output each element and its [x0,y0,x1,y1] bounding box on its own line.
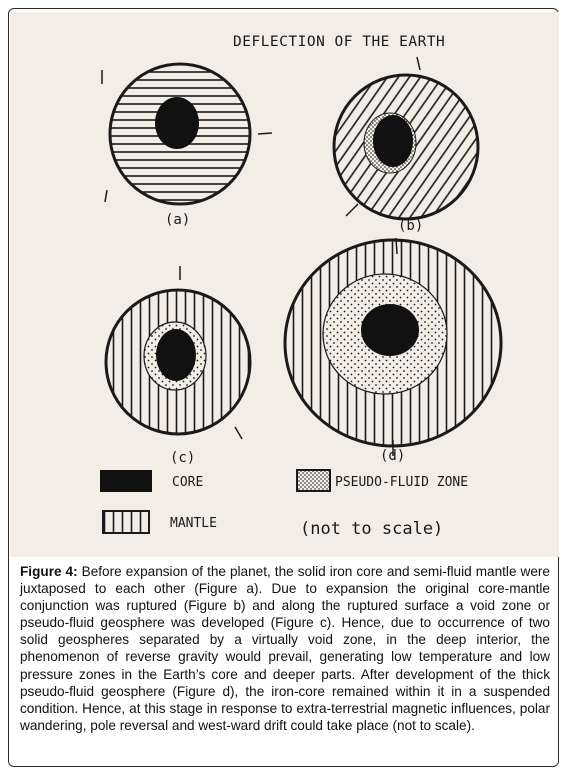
core-c [156,329,196,381]
legend: CORE PSEUDO-FLUID ZONE MANTLE (not to sc… [100,469,468,539]
core-b [373,115,413,167]
panel-label-a: (a) [165,212,190,228]
figure-caption: Figure 4: Before expansion of the planet… [20,563,550,734]
panel-c: (c) [104,266,252,466]
panel-label-b: (b) [398,218,423,234]
figure-title: DEFLECTION OF THE EARTH [233,34,445,50]
core-a [155,97,199,149]
legend-mantle-swatch [102,510,150,534]
scale-note: (not to scale) [300,519,443,539]
legend-mantle-label: MANTLE [170,516,217,531]
figure-illustration: DEFLECTION OF THE EARTH (a) (b) [10,12,559,557]
panel-label-c: (c) [170,450,195,466]
panel-d: (d) [283,237,503,464]
legend-core-swatch [100,470,152,492]
panel-b: (b) [332,56,480,234]
legend-core-label: CORE [172,475,203,490]
legend-pseudo-fluid-swatch [296,469,331,492]
legend-pseudo-fluid-label: PSEUDO-FLUID ZONE [335,475,468,490]
panel-label-d: (d) [380,448,405,464]
core-d [361,304,419,356]
caption-text: Before expansion of the planet, the soli… [20,564,550,733]
panel-a: (a) [101,62,273,228]
caption-label: Figure 4: [20,564,78,579]
